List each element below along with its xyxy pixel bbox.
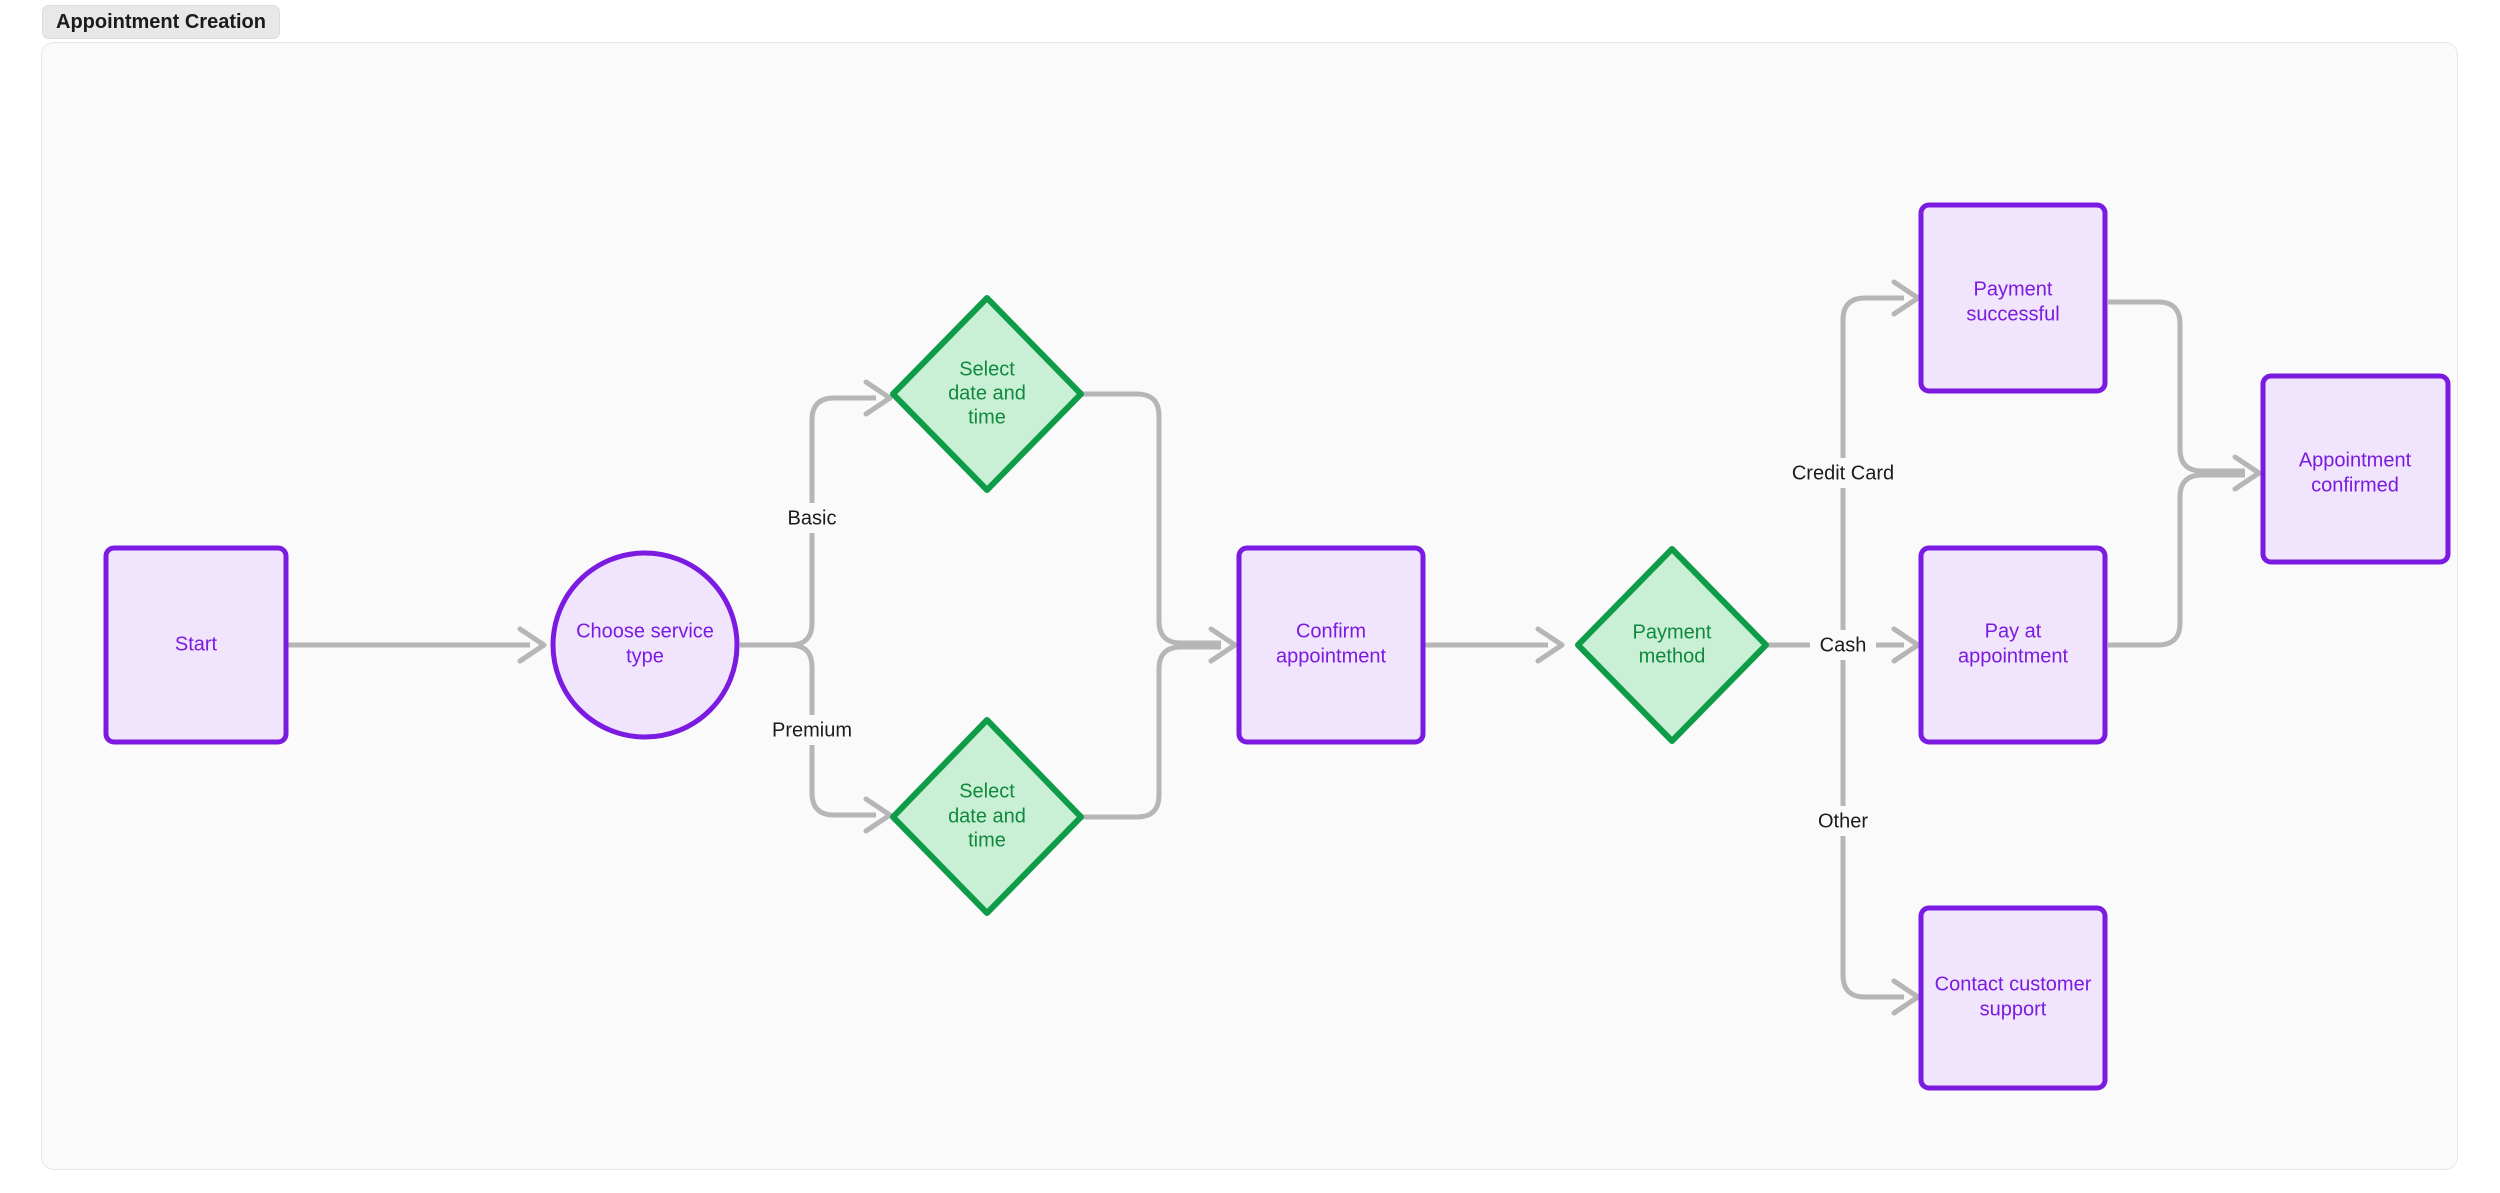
edge-select-premium-to-confirm[interactable] (1080, 626, 1238, 820)
edge-label-cash: Cash (1810, 630, 1876, 660)
node-payment-method-label-line2: method (1639, 645, 1706, 667)
edge-confirm-to-payment-method[interactable] (1423, 626, 1565, 664)
edge-pay-at-appointment-to-appointment-confirmed[interactable] (2108, 454, 2262, 648)
edge-payment-successful-to-appointment-confirmed[interactable] (2108, 299, 2245, 474)
diagram-title-tab[interactable]: Appointment Creation (42, 5, 280, 39)
edge-label-basic-text: Basic (788, 507, 837, 529)
node-select-date-time-premium[interactable]: Select date and time (890, 717, 1084, 916)
node-contact-customer-support-label-line1: Contact customer (1935, 973, 2092, 995)
node-payment-successful-label-line2: successful (1966, 303, 2059, 325)
edge-payment-method-to-contact-support[interactable] (1840, 645, 1921, 1016)
node-payment-method-label-line1: Payment (1633, 621, 1712, 643)
node-choose-service-type-label-line1: Choose service (576, 620, 714, 642)
node-confirm-appointment-label-line2: appointment (1276, 645, 1387, 667)
node-confirm-appointment-label-line1: Confirm (1296, 620, 1366, 642)
node-select-date-time-premium-label-line1: Select (959, 780, 1015, 802)
node-appointment-confirmed-label-line2: confirmed (2311, 474, 2399, 496)
node-start-label: Start (175, 633, 218, 655)
node-select-date-time-basic-label-line1: Select (959, 358, 1015, 380)
edge-label-premium: Premium (767, 715, 857, 745)
edge-choose-service-to-select-basic[interactable] (789, 379, 893, 648)
edge-label-premium-text: Premium (772, 719, 852, 741)
node-start[interactable]: Start (103, 545, 289, 745)
node-appointment-confirmed-label-line1: Appointment (2299, 449, 2412, 471)
node-pay-at-appointment-label-line2: appointment (1958, 645, 2069, 667)
edge-label-credit-card: Credit Card (1785, 458, 1905, 488)
node-pay-at-appointment[interactable]: Pay at appointment (1918, 545, 2108, 745)
edge-label-basic: Basic (779, 503, 845, 533)
node-select-date-time-basic[interactable]: Select date and time (890, 295, 1084, 493)
node-payment-method[interactable]: Payment method (1575, 546, 1769, 744)
edge-select-basic-to-confirm[interactable] (1080, 391, 1221, 646)
edge-payment-method-to-payment-successful[interactable] (1840, 279, 1921, 645)
edges-layer (286, 279, 2262, 1016)
node-confirm-appointment[interactable]: Confirm appointment (1236, 545, 1426, 745)
edge-start-to-choose-service[interactable] (286, 626, 547, 664)
edge-label-credit-card-text: Credit Card (1792, 462, 1894, 484)
node-payment-successful-label-line1: Payment (1974, 278, 2053, 300)
node-choose-service-type[interactable]: Choose service type (550, 550, 740, 740)
node-select-date-time-premium-label-line3: time (968, 829, 1006, 851)
edge-label-cash-text: Cash (1820, 634, 1867, 656)
node-select-date-time-basic-label-line2: date and (948, 382, 1026, 404)
node-payment-successful[interactable]: Payment successful (1918, 202, 2108, 394)
node-select-date-time-basic-label-line3: time (968, 406, 1006, 428)
node-select-date-time-premium-label-line2: date and (948, 805, 1026, 827)
edge-label-other: Other (1811, 806, 1875, 836)
nodes-layer: Start Choose service type Select date an… (103, 202, 2451, 1091)
edge-label-other-text: Other (1818, 810, 1868, 832)
edge-choose-service-to-select-premium[interactable] (789, 642, 893, 834)
node-pay-at-appointment-label-line1: Pay at (1985, 620, 2042, 642)
node-choose-service-type-label-line2: type (626, 645, 664, 667)
node-appointment-confirmed[interactable]: Appointment confirmed (2260, 373, 2451, 565)
node-contact-customer-support-label-line2: support (1980, 998, 2047, 1020)
edge-labels-layer: Basic Premium Credit Card Cash Other (767, 458, 1905, 836)
node-contact-customer-support[interactable]: Contact customer support (1918, 905, 2108, 1091)
